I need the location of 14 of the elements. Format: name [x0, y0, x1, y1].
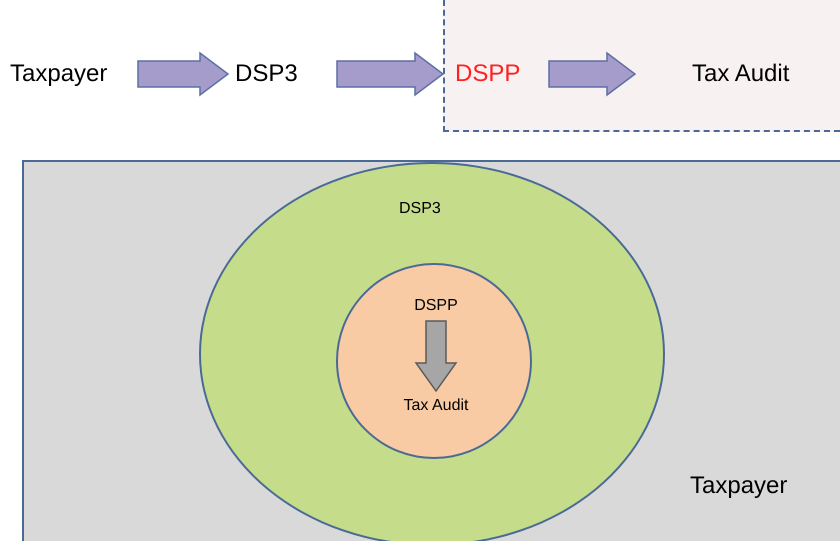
node-label: DSP3 [235, 60, 298, 88]
node-label: DSP3 [399, 200, 441, 218]
node-label: Taxpayer [10, 60, 108, 88]
panel-background [22, 160, 840, 541]
node-label: DSPP [455, 60, 520, 88]
block-arrow [414, 320, 458, 392]
block-arrow [137, 52, 230, 96]
node-label: Tax Audit [692, 60, 790, 88]
block-arrow [548, 52, 636, 96]
node-label: DSPP [414, 297, 458, 315]
node-label: Taxpayer [690, 472, 788, 500]
node-label: Tax Audit [404, 397, 468, 415]
dashed-group-box [443, 0, 840, 132]
block-arrow [336, 52, 444, 96]
